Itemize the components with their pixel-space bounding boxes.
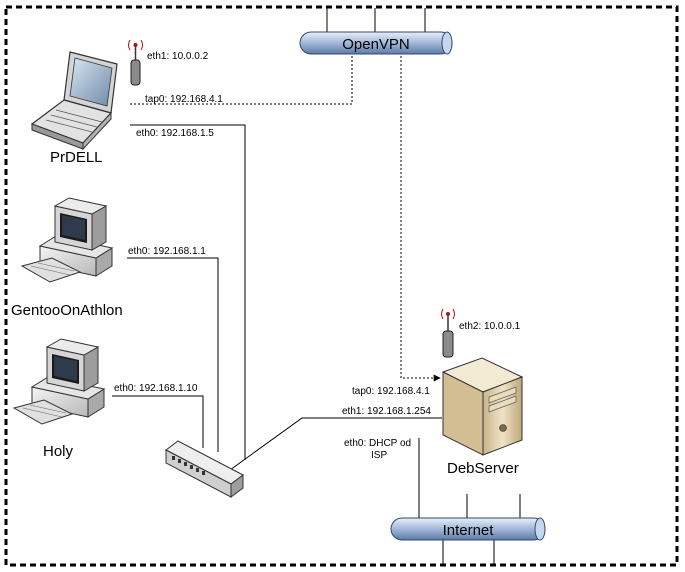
link-holy-eth0: [112, 395, 204, 448]
network-switch-icon: [165, 440, 244, 498]
prdell-eth0-label: eth0: 192.168.1.5: [136, 128, 214, 139]
gentoo-eth0-label: eth0: 192.168.1.1: [128, 246, 206, 257]
debserver-eth0-label-line2: ISP: [371, 450, 387, 461]
debserver-eth2-label: eth2: 10.0.0.1: [459, 321, 521, 332]
holy-eth0-label: eth0: 192.168.1.10: [114, 383, 198, 394]
desktop-computer-icon: [12, 338, 106, 425]
link-gentoo-eth0: [127, 257, 219, 452]
link-prdell-tap0: [130, 54, 353, 105]
prdell-tap0-label: tap0: 192.168.4.1: [145, 94, 223, 105]
desktop-computer-icon: [20, 197, 114, 283]
debserver-tap0-label: tap0: 192.168.4.1: [352, 386, 430, 397]
openvpn-bus: OpenVPN: [299, 31, 453, 55]
gentoo-name: GentooOnAthlon: [11, 302, 123, 319]
debserver-eth1-label: eth1: 192.168.1.254: [342, 406, 431, 417]
debserver-eth0-label-line1: eth0: DHCP od: [344, 438, 411, 449]
server-tower-icon: [441, 357, 524, 456]
link-switch-debserver: [229, 417, 442, 471]
openvpn-label: OpenVPN: [342, 36, 410, 53]
diagram-border: [4, 5, 679, 567]
vpn-connections: [130, 54, 441, 382]
internet-bus: Internet: [390, 517, 546, 541]
debserver-name: DebServer: [447, 460, 519, 477]
link-openvpn-debserver: [400, 56, 441, 382]
prdell-name: PrDELL: [50, 149, 103, 166]
wireless-antenna-icon: [128, 39, 143, 86]
internet-label: Internet: [443, 522, 495, 539]
prdell-eth1-label: eth1: 10.0.0.2: [147, 51, 209, 62]
holy-name: Holy: [43, 443, 74, 460]
laptop-icon: [30, 51, 118, 151]
connections: [112, 8, 521, 564]
link-prdell-eth0: [130, 124, 246, 460]
wireless-antenna-icon: [441, 308, 455, 358]
